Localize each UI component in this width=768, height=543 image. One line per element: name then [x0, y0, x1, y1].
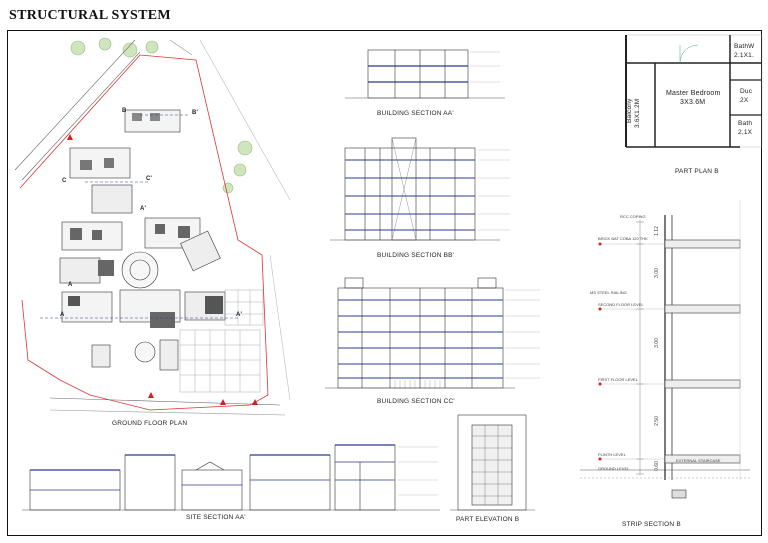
- site-section-aa: [22, 444, 440, 511]
- room-bath-size: 2,1X: [738, 129, 753, 136]
- entrance-marker-icon: [252, 399, 258, 405]
- room-balcony: Balcony: [626, 98, 633, 123]
- dim-mid2: 3.00: [653, 268, 660, 278]
- note-rcc-coping: RCC COPING: [620, 214, 646, 219]
- label-strip-section-b: STRIP SECTION B: [622, 521, 681, 528]
- room-duct: Duc: [740, 88, 753, 95]
- section-mark-a-prime-2: A': [140, 206, 147, 212]
- room-bath-w-size: 2.1X1.: [734, 52, 754, 59]
- tree-icon: [70, 40, 86, 56]
- entrance-marker-icon: [148, 392, 154, 398]
- label-building-section-aa: BUILDING SECTION AA': [377, 110, 454, 117]
- note-ground-level: GROUND LEVEL: [598, 466, 630, 471]
- section-mark-a-2: A: [68, 282, 73, 288]
- note-ms-steel-railing: MS STEEL RAILING: [590, 290, 627, 295]
- room-duct-size: 2X: [740, 97, 749, 104]
- dim-top: 1.12: [653, 226, 660, 236]
- tree-icon: [233, 163, 247, 177]
- tree-icon: [222, 182, 234, 194]
- note-brick-bat-coba: BRICK BAT COBA 120 THK: [598, 236, 648, 241]
- note-plinth-level: PLINTH LEVEL: [598, 452, 626, 457]
- label-building-section-bb: BUILDING SECTION BB': [377, 252, 455, 259]
- section-mark-c: C: [62, 178, 67, 184]
- site-boundary: [19, 54, 269, 411]
- building-section-bb: [330, 137, 510, 241]
- tree-icon: [98, 37, 112, 51]
- label-building-section-cc: BUILDING SECTION CC': [377, 398, 455, 405]
- tree-icon: [237, 140, 253, 156]
- section-mark-c-prime: C': [146, 176, 153, 182]
- dim-mid1: 3.00: [653, 338, 660, 348]
- label-ground-floor-plan: GROUND FLOOR PLAN: [112, 420, 188, 427]
- label-part-plan-b: PART PLAN B: [675, 168, 719, 175]
- sheet-title: STRUCTURAL SYSTEM: [9, 8, 171, 23]
- dim-base: 0.60: [653, 461, 660, 471]
- room-master-bedroom-size: 3X3.6M: [680, 99, 706, 106]
- part-elevation-b: [450, 414, 535, 511]
- part-plan-b: [625, 34, 763, 148]
- room-bath: Bath: [738, 120, 753, 127]
- room-balcony-size: 3.6X1.2M: [634, 98, 641, 128]
- room-master-bedroom: Master Bedroom: [666, 90, 721, 97]
- room-bath-w: BathW: [734, 43, 755, 50]
- entrance-marker-icon: [220, 399, 226, 405]
- section-mark-a: A: [60, 312, 65, 318]
- label-part-elevation-b: PART ELEVATION B: [456, 516, 520, 523]
- entrance-marker-icon: [67, 134, 73, 140]
- parking-grid: [179, 289, 264, 393]
- tree-icon: [122, 42, 138, 58]
- drawing-frame: [7, 30, 762, 536]
- note-external-staircase: EXTERNAL STAIRCASE: [676, 458, 721, 463]
- section-mark-b-prime: B': [192, 110, 199, 116]
- section-mark-b: B: [122, 108, 127, 114]
- dim-low: 2.50: [653, 416, 660, 426]
- section-mark-a-prime: A': [236, 312, 243, 318]
- strip-section-b: [580, 200, 750, 499]
- note-second-floor-level: SECOND FLOOR LEVEL: [598, 302, 644, 307]
- tree-icon: [145, 40, 159, 54]
- note-first-floor-level: FIRST FLOOR LEVEL: [598, 377, 638, 382]
- building-section-cc: [325, 277, 540, 389]
- label-site-section-aa: SITE SECTION AA': [186, 514, 246, 521]
- building-section-aa: [345, 49, 505, 99]
- ground-floor-plan: [14, 37, 291, 416]
